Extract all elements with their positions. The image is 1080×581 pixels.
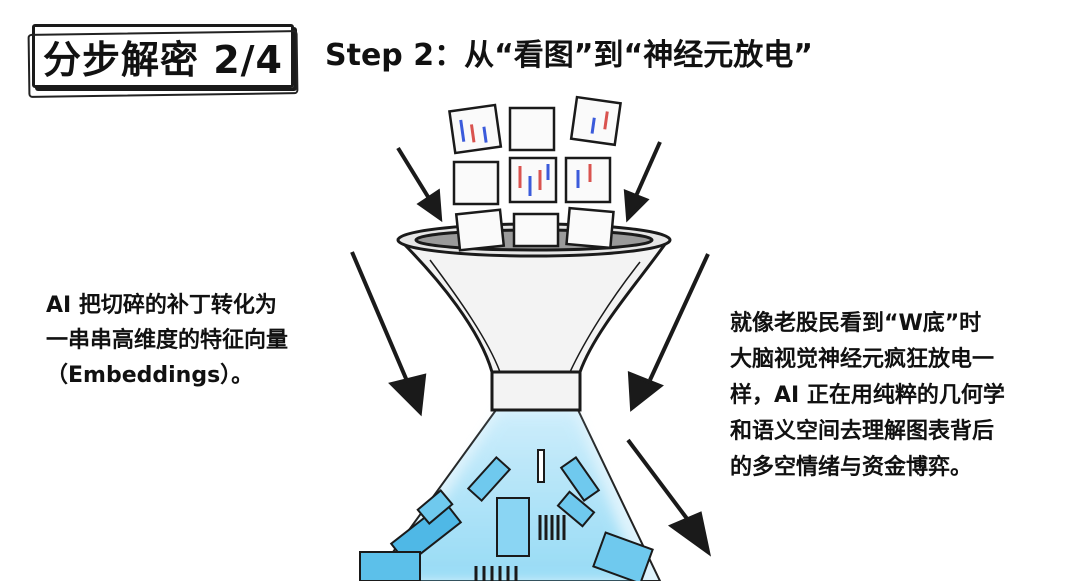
right-caption-line: 和语义空间去理解图表背后: [730, 419, 995, 444]
arrow-icon: [350, 251, 427, 417]
arrow-icon: [627, 253, 710, 412]
left-caption-line: AI 把切碎的补丁转化为: [46, 293, 277, 318]
left-caption-line: （Embeddings）。: [46, 363, 254, 388]
step-title: Step 2：从“看图”到“神经元放电”: [325, 38, 813, 73]
chart-patch: [454, 208, 506, 252]
left-caption-line: 一串串高维度的特征向量: [46, 328, 289, 353]
arrow-icon: [623, 141, 662, 223]
left-caption: AI 把切碎的补丁转化为 一串串高维度的特征向量 （Embeddings）。: [46, 288, 346, 393]
step-badge: 分步解密 2/4: [32, 24, 294, 88]
chart-patch: [508, 156, 558, 204]
right-caption: 就像老股民看到“W底”时 大脑视觉神经元疯狂放电一 样，AI 正在用纯粹的几何学…: [730, 306, 1050, 486]
chart-patch: [508, 106, 556, 152]
right-caption-line: 就像老股民看到“W底”时: [730, 311, 982, 336]
arrow-icon: [396, 146, 443, 223]
chart-patch: [512, 212, 560, 248]
chart-patch: [565, 206, 615, 250]
chart-patch: [448, 103, 503, 155]
feature-vector-blocks: [359, 449, 654, 581]
barcode-strips: [474, 515, 566, 581]
arrow-icon: [626, 438, 712, 557]
chart-patches: [448, 95, 622, 252]
step-badge-label: 分步解密 2/4: [43, 37, 283, 82]
chart-patch: [564, 156, 612, 204]
chart-patch: [452, 160, 500, 206]
right-caption-line: 的多空情绪与资金博弈。: [730, 455, 973, 480]
right-caption-line: 样，AI 正在用纯粹的几何学: [730, 383, 1005, 408]
chart-patch: [569, 95, 622, 147]
right-caption-line: 大脑视觉神经元疯狂放电一: [730, 347, 995, 372]
arrows: [350, 141, 712, 557]
